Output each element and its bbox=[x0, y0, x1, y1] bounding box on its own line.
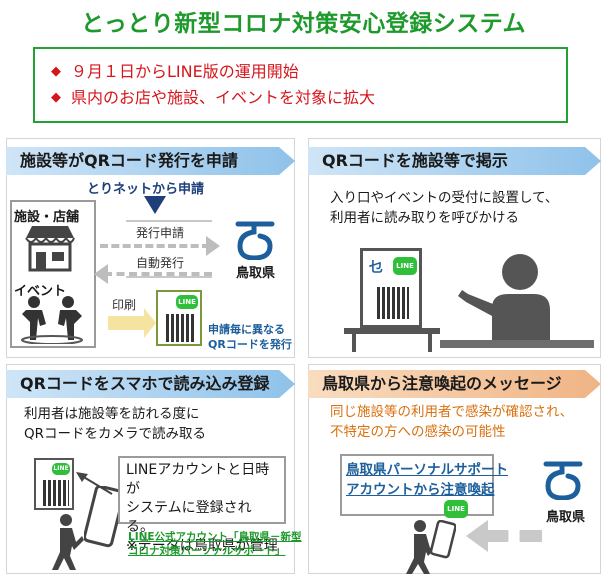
announcement-text: 県内のお店や施設、イベントを対象に拡大 bbox=[71, 88, 376, 107]
board-stand bbox=[344, 328, 440, 334]
event-label: イベント bbox=[14, 284, 67, 299]
step2-text: 入り口やイベントの受付に設置して、 利用者に読み取りを呼びかける bbox=[330, 188, 558, 228]
store-icon bbox=[25, 226, 75, 272]
registration-bubble-line: ※データは鳥取県が管理 bbox=[126, 538, 278, 554]
line-logo-icon: LINE bbox=[393, 257, 417, 275]
arrow-left-icon bbox=[94, 264, 108, 284]
qr-issue-note: 申請毎に異なる QRコードを発行 bbox=[208, 322, 292, 352]
qr-code-icon bbox=[43, 480, 69, 506]
facility-label: 施設・店舗 bbox=[14, 210, 80, 225]
step2-text-line: 入り口やイベントの受付に設置して、 bbox=[330, 190, 559, 206]
arrow-left-icon bbox=[466, 520, 488, 552]
qr-poster: LINE bbox=[34, 458, 74, 510]
line-official-account-link-line: コロナ対策パーソナルサポート」 bbox=[128, 545, 286, 557]
line-official-account-link[interactable]: LINE公式アカウント「鳥取県－新型 コロナ対策パーソナルサポート」 bbox=[128, 530, 302, 558]
board-leg bbox=[352, 334, 356, 352]
arrow-right-icon bbox=[206, 236, 220, 256]
alert-account-link-line: 鳥取県パーソナルサポート bbox=[346, 462, 508, 478]
alert-account-link-line: アカウントから注意喚起 bbox=[346, 482, 495, 498]
walking-person-icon bbox=[406, 520, 438, 574]
tottori-logo-icon: 乜 bbox=[369, 260, 383, 276]
step3-text-line: 利用者は施設等を訪れる度に bbox=[24, 406, 200, 422]
page-title: とっとり新型コロナ対策安心登録システム bbox=[80, 11, 527, 37]
registration-bubble-line: LINEアカウントと日時が bbox=[126, 462, 270, 497]
step3-text: 利用者は施設等を訪れる度に QRコードをカメラで読み取る bbox=[24, 404, 206, 444]
staff-person-icon bbox=[458, 254, 550, 340]
board-leg bbox=[428, 334, 432, 352]
registration-bubble-line: システムに登録される。 bbox=[126, 500, 252, 535]
alert-bubble bbox=[340, 454, 494, 516]
qr-issue-note-line: 申請毎に異なる bbox=[208, 323, 285, 336]
diamond-bullet-icon: ◆ bbox=[51, 90, 61, 105]
step1-banner: 施設等がQRコード発行を申請 bbox=[6, 147, 295, 175]
announcement-text: ９月１日からLINE版の運用開始 bbox=[71, 62, 299, 81]
qr-code-icon bbox=[166, 314, 194, 342]
walking-person-icon bbox=[52, 514, 84, 570]
apply-arrow bbox=[100, 244, 210, 248]
apply-label: 発行申請 bbox=[136, 226, 185, 240]
line-logo-icon: LINE bbox=[176, 295, 198, 309]
step1-via-label: とりネットから申請 bbox=[87, 182, 205, 197]
step2-banner: QRコードを施設等で掲示 bbox=[308, 147, 601, 175]
line-logo-icon: LINE bbox=[444, 500, 468, 518]
qr-code-icon bbox=[377, 287, 409, 319]
line-logo-icon: LINE bbox=[52, 463, 70, 475]
step4-text: 同じ施設等の利用者で感染が確認され、 不特定の方への感染の可能性 bbox=[330, 402, 573, 442]
announcement-item: ◆ 県内のお店や施設、イベントを対象に拡大 bbox=[51, 85, 566, 111]
system-bracket bbox=[126, 220, 212, 278]
down-arrow-icon bbox=[144, 196, 166, 214]
scan-arrow-icon bbox=[76, 472, 113, 495]
print-label: 印刷 bbox=[112, 298, 137, 312]
reception-desk bbox=[440, 340, 594, 348]
step4-text-line: 同じ施設等の利用者で感染が確認され、 bbox=[330, 404, 574, 420]
auto-issue-label: 自動発行 bbox=[136, 256, 185, 270]
step4-text-line: 不特定の方への感染の可能性 bbox=[330, 424, 506, 440]
tottori-logo-icon bbox=[235, 221, 275, 260]
announcement-item: ◆ ９月１日からLINE版の運用開始 bbox=[51, 59, 566, 85]
qr-poster: LINE bbox=[156, 290, 202, 346]
smartphone-icon bbox=[84, 486, 124, 548]
announcement-box: ◆ ９月１日からLINE版の運用開始 ◆ 県内のお店や施設、イベントを対象に拡大 bbox=[33, 47, 568, 123]
step3-text-line: QRコードをカメラで読み取る bbox=[24, 426, 207, 442]
line-official-account-link-line: LINE公式アカウント「鳥取県－新型 bbox=[128, 531, 302, 543]
step2-text-line: 利用者に読み取りを呼びかける bbox=[330, 210, 519, 226]
alert-account-link[interactable]: 鳥取県パーソナルサポート アカウントから注意喚起 bbox=[346, 460, 508, 500]
registration-bubble: LINEアカウントと日時が システムに登録される。 ※データは鳥取県が管理 bbox=[118, 456, 286, 554]
smartphone-icon bbox=[430, 520, 456, 559]
prefecture-label: 鳥取県 bbox=[236, 266, 276, 281]
facility-box bbox=[10, 200, 96, 348]
print-arrow bbox=[108, 316, 146, 330]
step4-banner: 鳥取県から注意喚起のメッセージ bbox=[308, 370, 601, 398]
diamond-bullet-icon: ◆ bbox=[51, 64, 61, 79]
step3-banner: QRコードをスマホで読み込み登録 bbox=[6, 370, 295, 398]
event-people-icon bbox=[21, 296, 83, 344]
alert-arrow bbox=[486, 530, 542, 542]
qr-display-board: 乜 LINE bbox=[360, 248, 422, 328]
prefecture-label: 鳥取県 bbox=[546, 510, 586, 525]
qr-issue-note-line: QRコードを発行 bbox=[208, 338, 292, 351]
arrow-right-icon bbox=[144, 308, 156, 338]
tottori-logo-icon bbox=[543, 461, 583, 500]
auto-issue-arrow bbox=[104, 272, 212, 276]
